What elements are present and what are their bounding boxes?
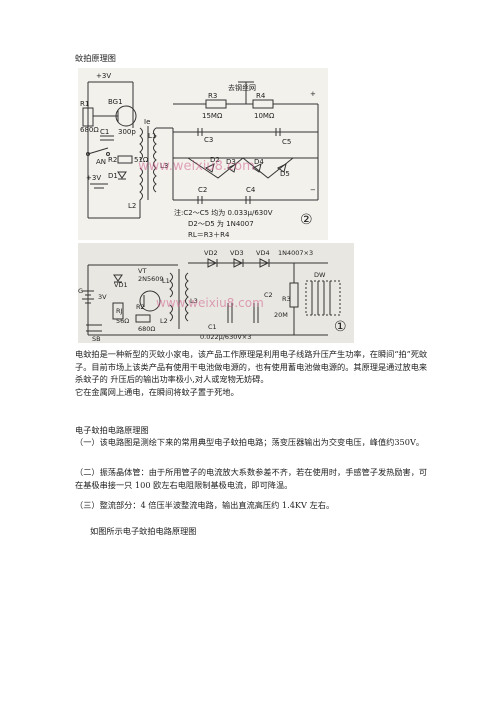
label-l3: L3 — [160, 162, 168, 170]
label-c2: C2 — [198, 186, 207, 194]
label-d5: D5 — [280, 170, 290, 178]
label-c1v: 0.022μ/630V×3 — [200, 333, 251, 341]
intro-paragraph: 电蚊拍是一种新型的灭蚊小家电，该产品工作原理是利用电子线路升压产生功率，在瞬间“… — [75, 349, 428, 384]
label-l1: L1 — [162, 277, 170, 285]
label-vd4: VD4 — [256, 249, 270, 257]
label-c2: C2 — [264, 291, 273, 299]
section-title-mosquito-swatter: 蚊拍原理图 — [75, 53, 116, 63]
label-sb: SB — [92, 335, 101, 343]
section-title-circuit: 电子蚊拍电路原理图 — [75, 425, 149, 435]
label-g: G — [78, 287, 83, 295]
label-r1v: 680Ω — [80, 126, 99, 134]
circuit-diagram-1: VD1 VT 2N5609 G 3V RJ 56Ω SB R2 680Ω L1 … — [78, 243, 354, 343]
label-r1: R1 — [80, 100, 89, 108]
label-l1: L1 — [148, 132, 156, 140]
label-c4: C4 — [246, 186, 256, 194]
label-vt: VT — [138, 267, 146, 275]
label-d2: D2 — [210, 156, 220, 164]
label-ie: Ie — [144, 118, 150, 126]
figure-number-2: ② — [300, 212, 313, 228]
label-minus: − — [310, 186, 316, 194]
label-an: AN — [96, 158, 106, 166]
label-c1: C1 — [100, 128, 109, 136]
circuit-diagram-2: +3V R1 680Ω BG1 C1 300p AN R2 51Ω D1 +3V… — [78, 68, 328, 240]
item-one: （一）该电路图是测绘下来的常用典型电子蚊拍电路；荡变压器输出为交变电压，峰值约3… — [75, 437, 425, 447]
note-diodes: D2～D5 为 1N4007 — [188, 219, 254, 228]
label-l2: L2 — [160, 317, 168, 325]
label-r2v: 680Ω — [138, 325, 155, 333]
label-r4v: 10MΩ — [254, 112, 275, 120]
label-rjv: 56Ω — [116, 317, 129, 325]
label-r3: R3 — [208, 92, 217, 100]
label-vd3: VD3 — [230, 249, 244, 257]
label-c1v: 300p — [118, 128, 136, 136]
label-rj: RJ — [116, 307, 123, 315]
figure-caption: 如图所示电子蚊拍电路原理图 — [90, 526, 197, 536]
label-r3v: 20M — [274, 311, 288, 319]
label-d1: D1 — [108, 172, 118, 180]
label-r3v: 15MΩ — [202, 112, 223, 120]
label-vd2: VD2 — [204, 249, 218, 257]
label-v-top: +3V — [96, 72, 111, 80]
intro-paragraph-end: 它在金属网上通电，在瞬间将蚊子置于死地。 — [75, 387, 239, 397]
label-l2: L2 — [128, 202, 136, 210]
figure-number-1: ① — [334, 319, 347, 335]
note-capacitors: 注:C2～C5 均为 0.033μ/630V — [174, 208, 273, 217]
watermark: www.weixiu8.com — [138, 159, 255, 174]
label-vd-part: 1N4007×3 — [278, 249, 313, 257]
label-vd1: VD1 — [114, 281, 128, 289]
label-c3: C3 — [204, 136, 213, 144]
label-d4: D4 — [254, 158, 264, 166]
label-d3: D3 — [226, 158, 236, 166]
label-r2v: 51Ω — [134, 156, 149, 164]
watermark: www.weixiu8.com — [156, 296, 264, 310]
label-c1: C1 — [208, 323, 217, 331]
item-two: （二）振荡晶体管：由于所用管子的电流放大系数参差不齐，若在使用时，手感管子发热励… — [75, 467, 428, 490]
label-c5: C5 — [282, 138, 291, 146]
label-plus: + — [310, 90, 316, 98]
label-r2: R2 — [136, 303, 145, 311]
label-bg1: BG1 — [108, 98, 123, 106]
item-three: （三）整流部分：4 倍压半波整流电路，输出直流高压约 1.4KV 左右。 — [75, 500, 335, 510]
label-v-mid: +3V — [86, 174, 101, 182]
label-net: 去钢丝网 — [228, 83, 256, 92]
label-r4: R4 — [256, 92, 266, 100]
label-dw: DW — [314, 271, 326, 279]
label-l3: L3 — [190, 297, 198, 305]
label-gv: 3V — [98, 293, 107, 301]
label-r2: R2 — [108, 156, 117, 164]
note-rl: RL＝R3＋R4 — [188, 231, 230, 239]
label-r3: R3 — [282, 295, 291, 303]
label-vt-part: 2N5609 — [138, 275, 164, 283]
